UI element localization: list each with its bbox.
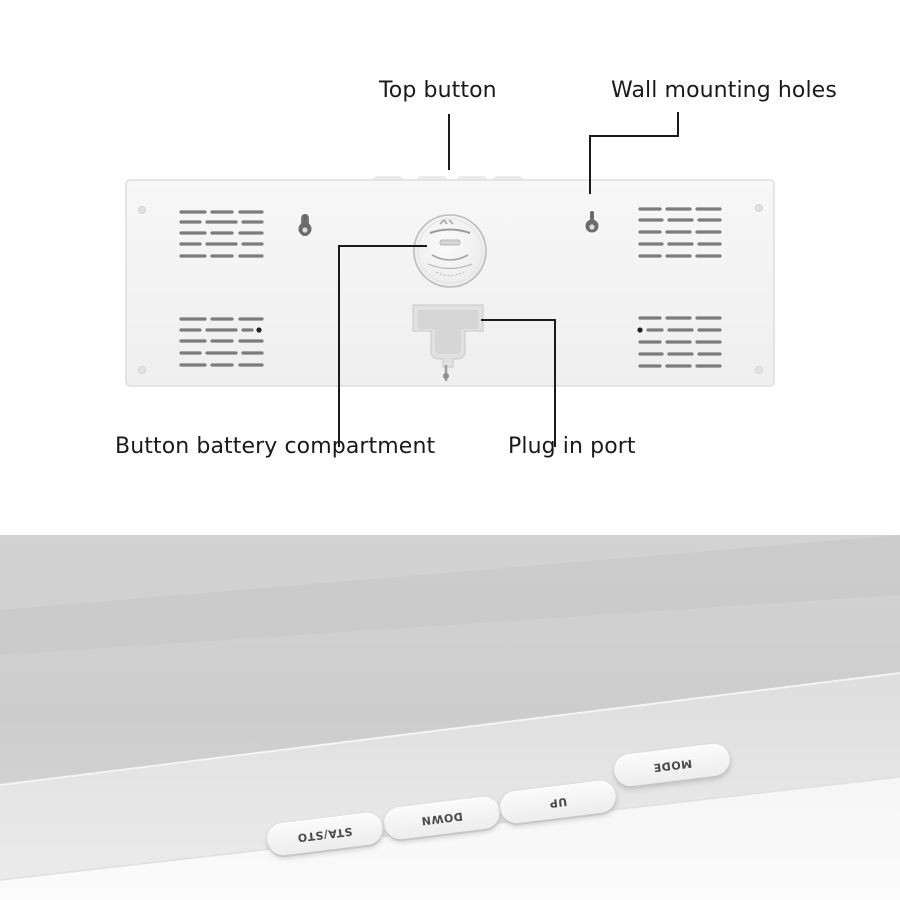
mode-button-label: MODE [651, 756, 693, 774]
indicator-dot-left [256, 327, 262, 333]
vent-slots [179, 207, 722, 368]
plug-in-port-label: Plug in port [508, 434, 636, 459]
top-buttons-closeup: STA/STO DOWN UP MODE [0, 535, 900, 900]
corner-screws [138, 204, 763, 374]
keyhole-icon [298, 214, 312, 236]
battery-compartment-label: Button battery compartment [115, 434, 436, 459]
sta-sto-button-label: STA/STO [296, 824, 354, 844]
battery-cover-icon [413, 214, 487, 288]
clock-back-illustration [125, 112, 775, 447]
up-button-label: UP [548, 794, 568, 810]
callout-lines [338, 112, 679, 447]
wall-mounting-holes-label: Wall mounting holes [611, 78, 837, 103]
product-back-view: Top button Wall mounting holes Button ba… [115, 78, 837, 459]
indicator-dot-right [637, 327, 643, 333]
top-button-label: Top button [379, 78, 497, 103]
keyhole-icon [585, 211, 599, 233]
plug-port [412, 304, 484, 381]
down-button-label: DOWN [420, 809, 464, 828]
closeup-background [0, 535, 900, 900]
